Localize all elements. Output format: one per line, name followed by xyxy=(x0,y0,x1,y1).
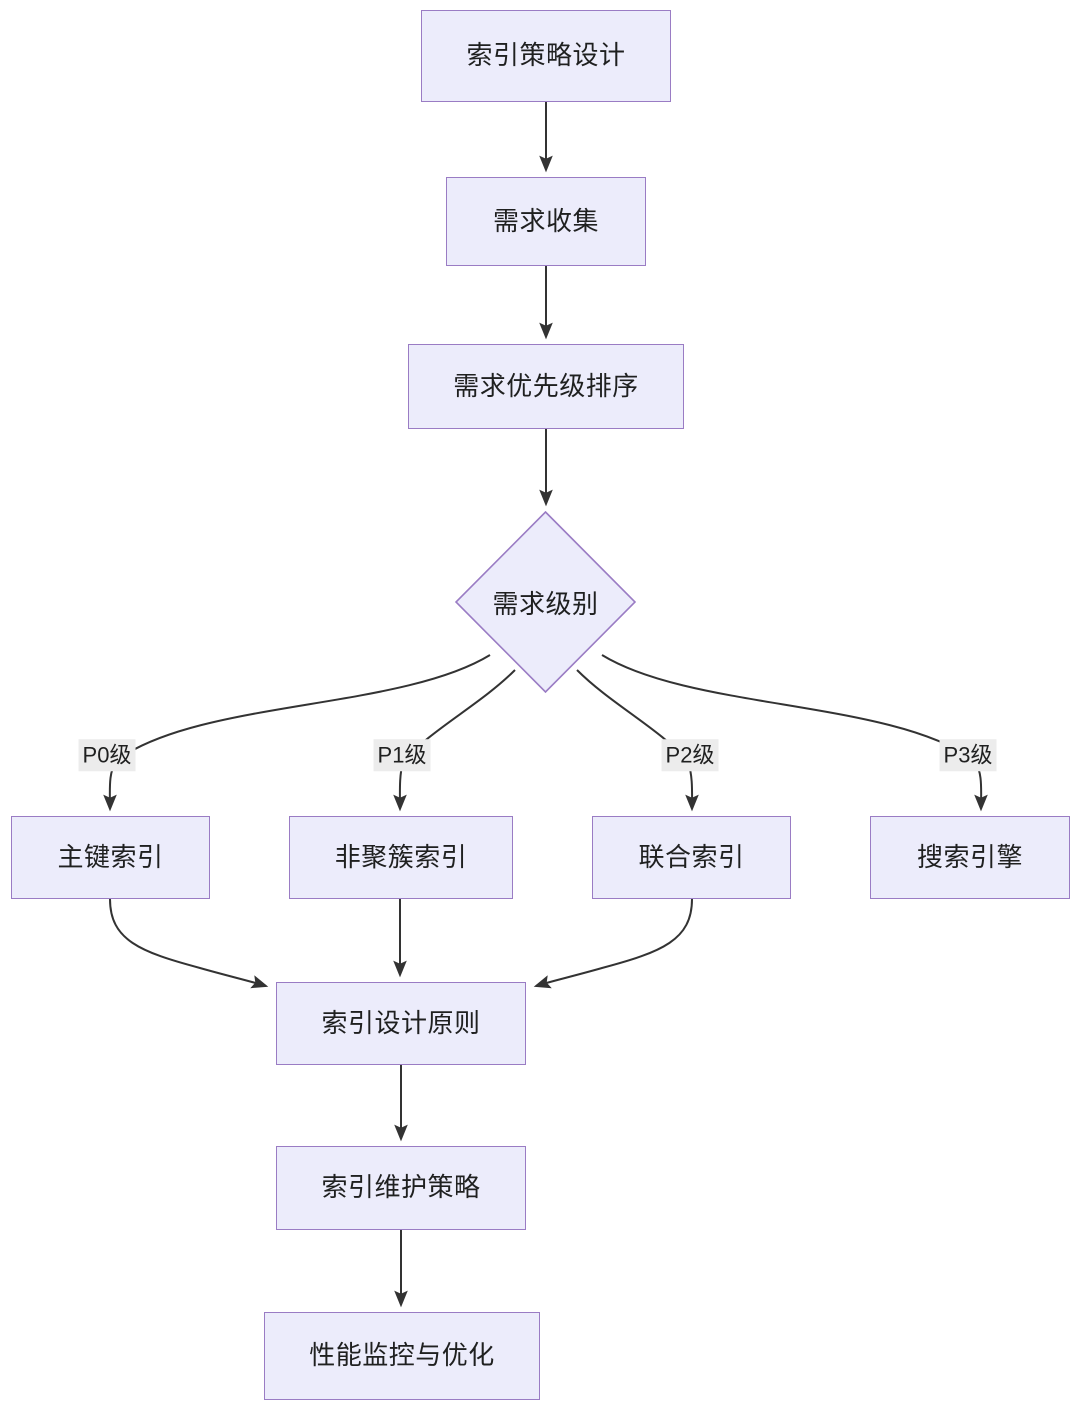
edge-label-n_level-to-n_search: P3级 xyxy=(939,739,997,771)
process-node-n_composite[interactable]: 联合索引 xyxy=(592,816,791,899)
node-label: 需求收集 xyxy=(492,205,599,236)
node-label: 联合索引 xyxy=(638,841,745,872)
node-label: 主键索引 xyxy=(57,841,164,872)
edge-label-n_level-to-n_composite: P2级 xyxy=(661,739,719,771)
process-node-n_gather[interactable]: 需求收集 xyxy=(446,177,646,266)
process-node-n_monitor[interactable]: 性能监控与优化 xyxy=(264,1312,540,1400)
node-label: 索引维护策略 xyxy=(321,1172,481,1203)
process-node-n_principle[interactable]: 索引设计原则 xyxy=(276,982,526,1065)
node-label: 非聚簇索引 xyxy=(334,841,468,872)
edge-level-to-search xyxy=(601,654,988,812)
edge-level-to-pk xyxy=(103,654,491,812)
node-label: 需求级别 xyxy=(492,588,599,619)
edge-composite-to-principle xyxy=(533,898,693,989)
node-label: 需求优先级排序 xyxy=(453,370,639,401)
process-node-n_nonclust[interactable]: 非聚簇索引 xyxy=(289,816,513,899)
node-label: 索引策略设计 xyxy=(466,40,626,71)
node-label: 搜索引擎 xyxy=(916,841,1023,872)
process-node-n_maintain[interactable]: 索引维护策略 xyxy=(276,1146,526,1230)
process-node-n_root[interactable]: 索引策略设计 xyxy=(421,10,671,102)
process-node-n_search[interactable]: 搜索引擎 xyxy=(870,816,1070,899)
edge-path-group xyxy=(103,102,988,1308)
process-node-n_priority[interactable]: 需求优先级排序 xyxy=(408,344,684,429)
decision-node-n_level[interactable]: 需求级别 xyxy=(455,511,636,693)
node-label: 性能监控与优化 xyxy=(309,1340,495,1371)
diamond-shape-icon xyxy=(455,511,636,693)
edge-pk-to-principle xyxy=(109,898,269,989)
process-node-n_pk[interactable]: 主键索引 xyxy=(11,816,210,899)
edge-label-n_level-to-n_pk: P0级 xyxy=(78,739,136,771)
edge-label-n_level-to-n_nonclust: P1级 xyxy=(373,739,431,771)
node-label: 索引设计原则 xyxy=(321,1007,481,1038)
